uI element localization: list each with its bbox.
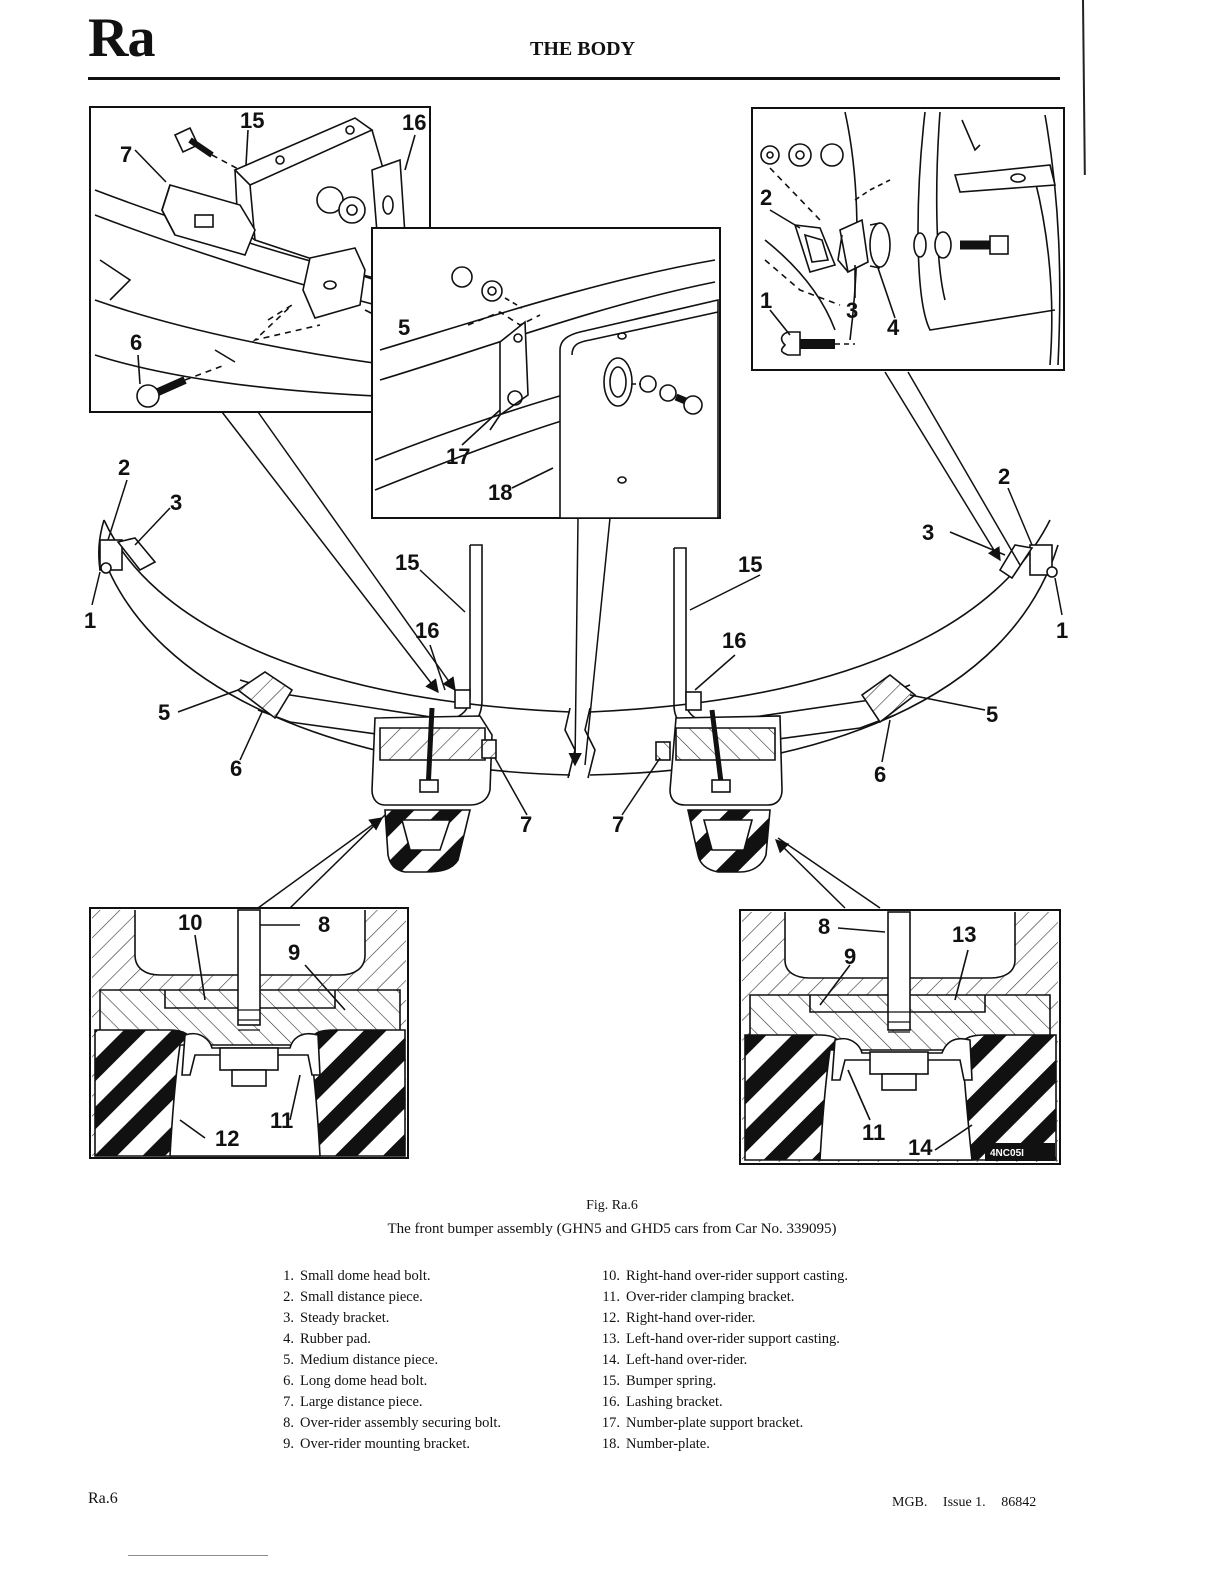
callout-9: 9 [844, 944, 856, 969]
legend-item: 4.Rubber pad. [283, 1331, 371, 1347]
callout-3: 3 [846, 298, 858, 323]
callout-16: 16 [415, 618, 439, 643]
legend-item: 16.Lashing bracket. [601, 1394, 723, 1410]
inset-number-plate [371, 227, 721, 519]
legend-item: 10.Right-hand over-rider support casting… [601, 1268, 848, 1284]
callout-15: 15 [738, 552, 762, 577]
section-code: Ra [88, 7, 155, 69]
legend-item: 13.Left-hand over-rider support casting. [601, 1331, 840, 1347]
legend-item: 3.Steady bracket. [283, 1310, 390, 1326]
callout-15: 15 [395, 550, 419, 575]
footer-issue: Issue 1. [942, 1495, 986, 1510]
header-rule [88, 77, 1060, 80]
callout-10: 10 [178, 910, 202, 935]
callout-2: 2 [760, 185, 772, 210]
page-number: Ra.6 [88, 1490, 118, 1507]
figure-description: The front bumper assembly (GHN5 and GHD5… [387, 1221, 837, 1237]
callout-1: 1 [84, 608, 96, 633]
legend-item: 7.Large distance piece. [283, 1394, 423, 1410]
callout-11: 11 [862, 1120, 885, 1145]
callout-16: 16 [402, 110, 426, 135]
callout-5: 5 [398, 315, 410, 340]
detail-left-hand-over-rider [739, 909, 1061, 1165]
footer-info: MGB. Issue 1. 86842 [892, 1495, 1036, 1511]
drawing-reference: 4NC05I [990, 1148, 1024, 1159]
legend-item: 11.Over-rider clamping bracket. [602, 1289, 795, 1305]
callout-7: 7 [120, 142, 132, 167]
callout-8: 8 [318, 912, 330, 937]
callout-7: 7 [612, 812, 624, 837]
section-title: THE BODY [530, 38, 636, 60]
callout-7: 7 [520, 812, 532, 837]
callout-8: 8 [818, 914, 830, 939]
bumper-assembly-diagram: 15 16 7 5 6 17 18 2 3 4 1 2 3 1 15 16 5 … [84, 106, 1068, 1165]
legend-item: 17.Number-plate support bracket. [601, 1415, 804, 1431]
footer-rule [128, 1555, 268, 1556]
callout-1: 1 [1056, 618, 1068, 643]
callout-1: 1 [760, 288, 772, 313]
parts-legend-left: 1.Small dome head bolt. 2.Small distance… [268, 1266, 501, 1455]
callout-13: 13 [952, 922, 976, 947]
legend-item: 6.Long dome head bolt. [283, 1373, 428, 1389]
inset-steady-bracket [751, 107, 1065, 371]
callout-5: 5 [158, 700, 170, 725]
callout-9: 9 [288, 940, 300, 965]
callout-18: 18 [488, 480, 512, 505]
callout-5: 5 [986, 702, 998, 727]
detail-right-hand-over-rider [89, 907, 409, 1159]
callout-6: 6 [130, 330, 142, 355]
callout-11: 11 [270, 1108, 293, 1133]
callout-14: 14 [908, 1135, 933, 1160]
legend-item: 5.Medium distance piece. [283, 1352, 439, 1368]
legend-item: 2.Small distance piece. [283, 1289, 423, 1305]
footer-model: MGB. [892, 1495, 928, 1510]
figure-label: Fig. Ra.6 [586, 1198, 638, 1213]
callout-3: 3 [922, 520, 934, 545]
legend-item: 8.Over-rider assembly securing bolt. [283, 1415, 502, 1431]
callout-2: 2 [118, 455, 130, 480]
callout-2: 2 [998, 464, 1010, 489]
callout-3: 3 [170, 490, 182, 515]
legend-item: 1.Small dome head bolt. [283, 1268, 431, 1284]
callout-16: 16 [722, 628, 746, 653]
legend-item: 15.Bumper spring. [601, 1373, 717, 1389]
parts-legend-right: 10.Right-hand over-rider support casting… [590, 1266, 848, 1455]
bumper-main-view [98, 519, 1059, 873]
callout-12: 12 [215, 1126, 239, 1151]
callout-6: 6 [874, 762, 886, 787]
legend-item: 9.Over-rider mounting bracket. [283, 1436, 471, 1452]
callout-labels: 15 16 7 5 6 17 18 2 3 4 1 2 3 1 15 16 5 … [84, 108, 1068, 1160]
callout-15: 15 [240, 108, 264, 133]
legend-item: 14.Left-hand over-rider. [601, 1352, 748, 1368]
callout-6: 6 [230, 756, 242, 781]
callout-4: 4 [887, 315, 900, 340]
footer-code: 86842 [1001, 1495, 1037, 1510]
callout-17: 17 [446, 444, 470, 469]
pointer-lines [91, 371, 1063, 909]
legend-item: 18.Number-plate. [601, 1436, 710, 1452]
legend-item: 12.Right-hand over-rider. [601, 1310, 756, 1326]
